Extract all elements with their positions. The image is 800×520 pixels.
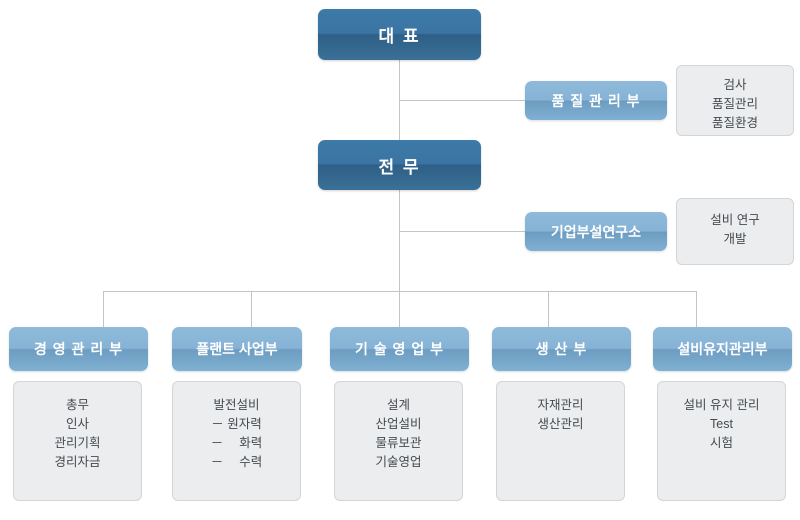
detail-line: 시험 — [709, 436, 733, 450]
details-department-facility-maintenance: 설비 유지 관리 Test 시험 — [657, 381, 786, 501]
node-department-management[interactable]: 경 영 관 리 부 — [9, 327, 148, 371]
connector-managing-director-down — [399, 190, 400, 291]
connector-drop-dept-2 — [251, 291, 252, 327]
detail-line: 설비 연구 — [710, 213, 760, 227]
detail-line: Test — [710, 417, 733, 431]
node-department-plant[interactable]: 플랜트 사업부 — [172, 327, 302, 371]
detail-line: 관리기획 — [54, 436, 101, 450]
detail-line: 산업설비 — [375, 417, 422, 431]
connector-drop-dept-4 — [548, 291, 549, 327]
details-department-plant: 발전설비 － 원자력 － 화력 － 수력 — [172, 381, 301, 501]
node-managing-director[interactable]: 전 무 — [318, 140, 481, 190]
connector-drop-dept-3 — [399, 291, 400, 327]
node-department-technical-sales[interactable]: 기 술 영 업 부 — [330, 327, 469, 371]
node-department-production[interactable]: 생 산 부 — [492, 327, 631, 371]
node-ceo[interactable]: 대 표 — [318, 9, 481, 60]
detail-line: 설비 유지 관리 — [683, 398, 760, 412]
connector-ceo-to-quality — [399, 100, 525, 101]
node-research-institute[interactable]: 기업부설연구소 — [525, 212, 667, 251]
detail-line: 인사 — [65, 417, 89, 431]
detail-line: 검사 — [723, 78, 747, 92]
detail-line: 품질환경 — [711, 116, 758, 130]
details-department-technical-sales: 설계 산업설비 물류보관 기술영업 — [334, 381, 463, 501]
details-research-institute: 설비 연구 개발 — [676, 198, 794, 265]
detail-line: 발전설비 — [213, 398, 260, 412]
detail-line: 생산관리 — [537, 417, 584, 431]
connector-drop-dept-5 — [696, 291, 697, 327]
detail-line: 경리자금 — [54, 455, 101, 469]
details-department-production: 자재관리 생산관리 — [496, 381, 625, 501]
detail-line: 기술영업 — [375, 455, 422, 469]
node-department-facility-maintenance[interactable]: 설비유지관리부 — [653, 327, 792, 371]
detail-line: － 수력 — [210, 455, 263, 469]
detail-line: 총무 — [65, 398, 89, 412]
connector-managing-director-to-research — [399, 231, 525, 232]
detail-line: 설계 — [386, 398, 410, 412]
connector-drop-dept-1 — [103, 291, 104, 327]
detail-line: 자재관리 — [537, 398, 584, 412]
detail-line: － 원자력 — [211, 417, 262, 431]
details-department-management: 총무 인사 관리기획 경리자금 — [13, 381, 142, 501]
detail-line: 개발 — [723, 232, 747, 246]
detail-line: 품질관리 — [711, 97, 758, 111]
detail-line: 물류보관 — [375, 436, 422, 450]
node-quality-control[interactable]: 품 질 관 리 부 — [525, 81, 667, 120]
details-quality-control: 검사 품질관리 품질환경 — [676, 65, 794, 136]
detail-line: － 화력 — [210, 436, 263, 450]
